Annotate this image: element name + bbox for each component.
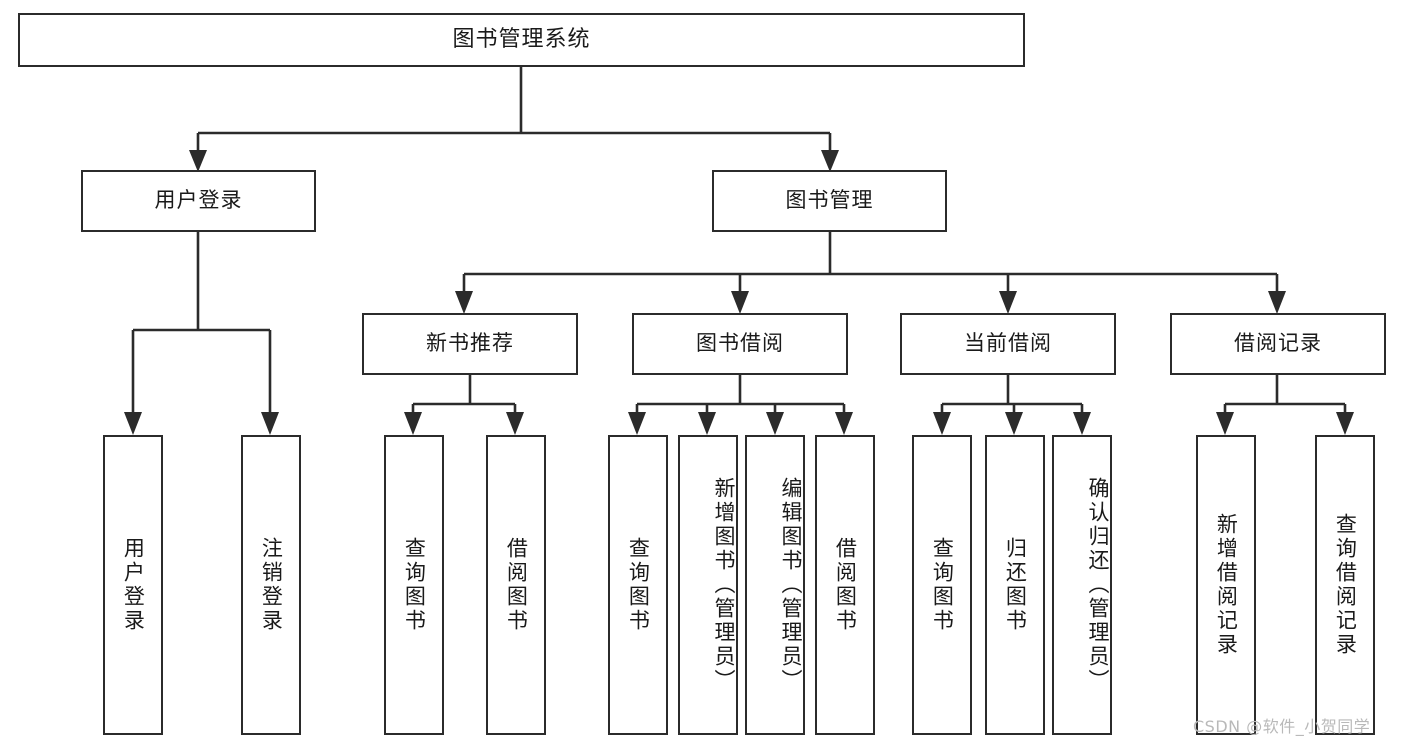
- leaf-current-confirm-return-admin[interactable]: 确认归还（管理员）: [1052, 435, 1112, 735]
- leaf-current-query-book[interactable]: 查询图书: [912, 435, 972, 735]
- node-label: 新书推荐: [426, 331, 514, 356]
- node-user-login[interactable]: 用户登录: [81, 170, 316, 232]
- node-label: 新增借阅记录: [1214, 513, 1239, 657]
- node-label: 借阅图书: [504, 537, 529, 633]
- leaf-record-add-borrow-record[interactable]: 新增借阅记录: [1196, 435, 1256, 735]
- node-label: 查询图书: [930, 537, 955, 633]
- node-book-management[interactable]: 图书管理: [712, 170, 947, 232]
- node-label: 查询图书: [626, 537, 651, 633]
- node-label: 查询图书: [402, 537, 427, 633]
- leaf-borrow-add-book-admin[interactable]: 新增图书（管理员）: [678, 435, 738, 735]
- leaf-current-return-book[interactable]: 归还图书: [985, 435, 1045, 735]
- leaf-borrow-borrow-book[interactable]: 借阅图书: [815, 435, 875, 735]
- leaf-user-login-logout[interactable]: 注销登录: [241, 435, 301, 735]
- csdn-watermark: CSDN @软件_小贺同学: [1193, 717, 1371, 736]
- node-label: 编辑图书（管理员）: [779, 477, 803, 693]
- node-label: 注销登录: [259, 537, 284, 633]
- node-label: 确认归还（管理员）: [1086, 477, 1110, 693]
- leaf-recommend-query-book[interactable]: 查询图书: [384, 435, 444, 735]
- node-borrow-record[interactable]: 借阅记录: [1170, 313, 1386, 375]
- node-label: 图书管理系统: [452, 26, 591, 52]
- leaf-user-login-login[interactable]: 用户登录: [103, 435, 163, 735]
- leaf-borrow-edit-book-admin[interactable]: 编辑图书（管理员）: [745, 435, 805, 735]
- node-label: 当前借阅: [964, 331, 1052, 356]
- node-label: 图书借阅: [696, 331, 784, 356]
- node-current-borrow[interactable]: 当前借阅: [900, 313, 1116, 375]
- leaf-recommend-borrow-book[interactable]: 借阅图书: [486, 435, 546, 735]
- node-label: 用户登录: [154, 188, 243, 213]
- node-label: 用户登录: [121, 537, 146, 633]
- leaf-record-query-borrow-record[interactable]: 查询借阅记录: [1315, 435, 1375, 735]
- node-book-borrow[interactable]: 图书借阅: [632, 313, 848, 375]
- node-label: 归还图书: [1003, 537, 1028, 633]
- node-label: 借阅图书: [833, 537, 858, 633]
- leaf-borrow-query-book[interactable]: 查询图书: [608, 435, 668, 735]
- node-new-book-recommend[interactable]: 新书推荐: [362, 313, 578, 375]
- node-label: 查询借阅记录: [1333, 513, 1358, 657]
- node-label: 借阅记录: [1234, 331, 1322, 356]
- node-root-book-management-system[interactable]: 图书管理系统: [18, 13, 1025, 67]
- node-label: 图书管理: [785, 188, 874, 213]
- node-label: 新增图书（管理员）: [712, 477, 736, 693]
